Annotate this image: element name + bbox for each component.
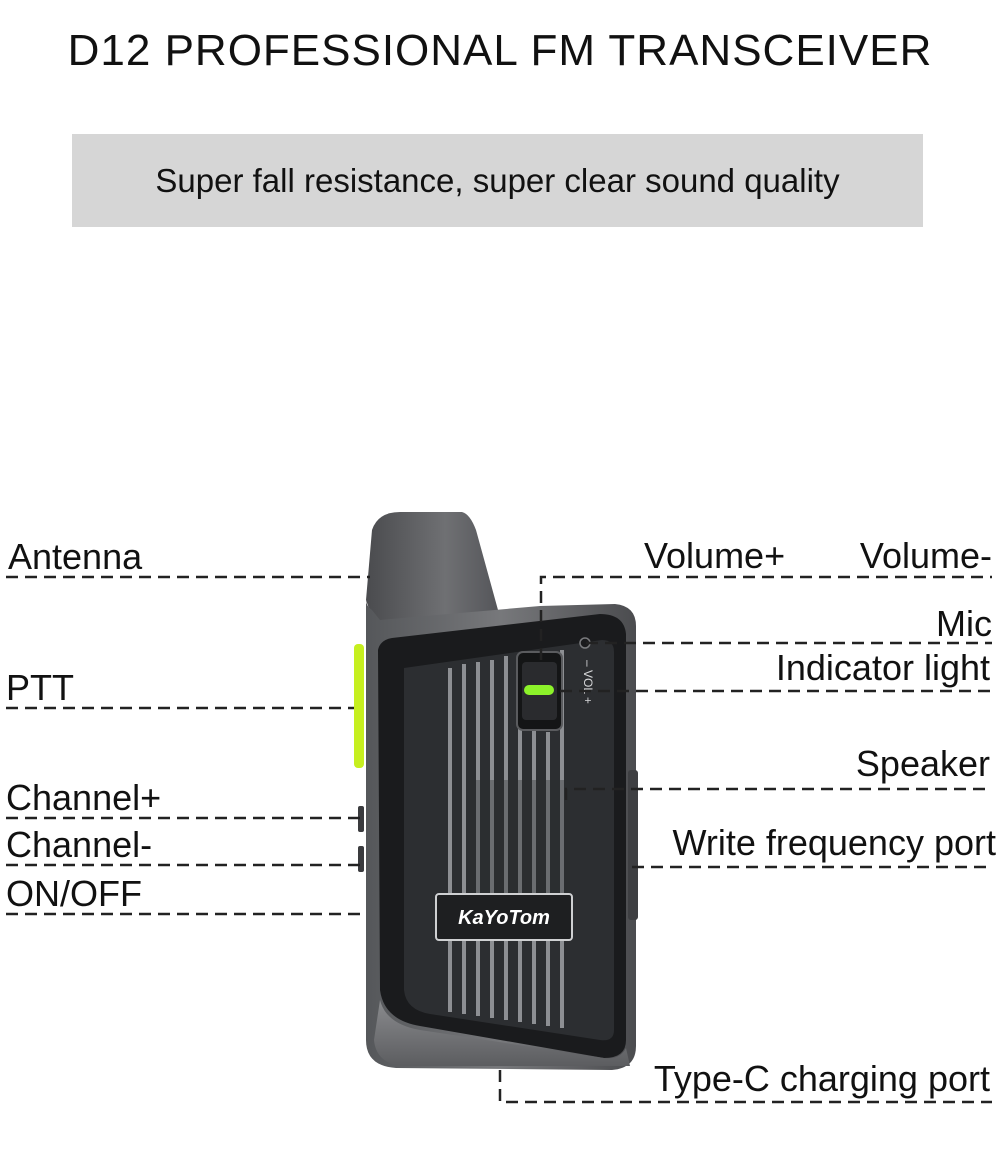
type-c-port-label: Type-C charging port bbox=[653, 1058, 990, 1099]
vol-marking: – VOL + bbox=[581, 660, 595, 704]
page-title: D12 PROFESSIONAL FM TRANSCEIVER bbox=[67, 26, 933, 75]
speaker-label: Speaker bbox=[855, 743, 990, 784]
grille-shadow bbox=[470, 780, 570, 900]
indicator-light-label: Indicator light bbox=[775, 647, 990, 688]
indicator-light bbox=[524, 685, 554, 695]
write-frequency-port-label: Write frequency port bbox=[672, 822, 996, 863]
channel-minus-label: Channel- bbox=[6, 824, 153, 865]
speaker-leader bbox=[564, 787, 992, 800]
antenna-label: Antenna bbox=[8, 536, 143, 577]
ptt-button bbox=[354, 644, 364, 768]
leader-lines bbox=[6, 575, 992, 1104]
transceiver-body: – VOL + KaYoTom bbox=[354, 512, 638, 1070]
bottom-bezel bbox=[374, 1000, 630, 1066]
side-channel-minus-button bbox=[358, 846, 364, 872]
on-off-label: ON/OFF bbox=[6, 873, 142, 914]
ptt-label: PTT bbox=[6, 667, 74, 708]
brand-plate bbox=[435, 893, 573, 941]
mic-label: Mic bbox=[936, 603, 992, 644]
type-c-leader bbox=[498, 1070, 992, 1104]
subtitle-banner: Super fall resistance, super clear sound… bbox=[72, 134, 923, 227]
subtitle-text: Super fall resistance, super clear sound… bbox=[155, 161, 840, 199]
grille-lines bbox=[448, 650, 564, 1028]
side-write-port bbox=[628, 770, 638, 920]
side-channel-plus-button bbox=[358, 806, 364, 832]
volume-leader bbox=[539, 575, 992, 660]
channel-plus-label: Channel+ bbox=[6, 777, 162, 818]
brand-logo: KaYoTom bbox=[458, 907, 550, 929]
antenna-housing bbox=[366, 512, 498, 640]
volume-minus-label: Volume- bbox=[859, 535, 992, 576]
volume-plus-label: Volume+ bbox=[644, 535, 786, 576]
